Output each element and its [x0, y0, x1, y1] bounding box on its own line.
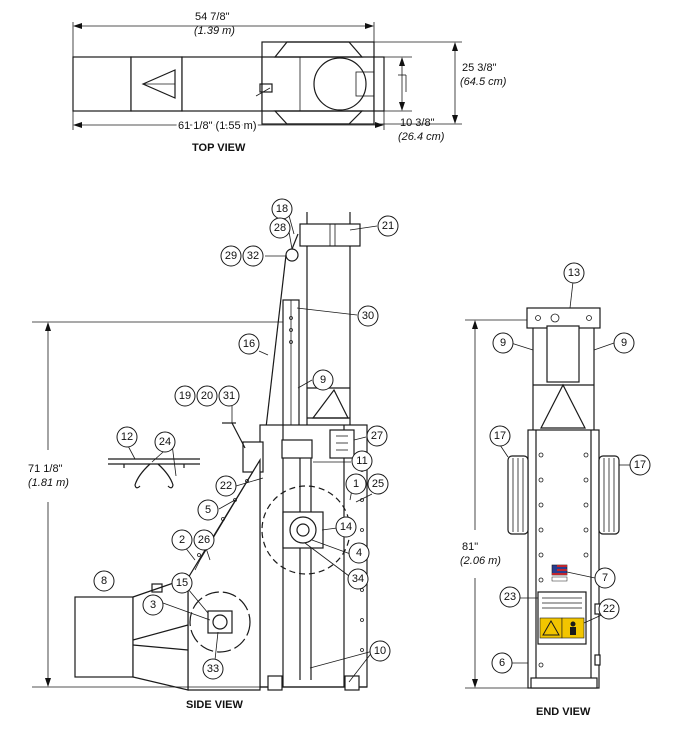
svg-text:18: 18 — [276, 203, 288, 215]
callout-22-end: 22 — [598, 598, 620, 620]
end-height-imperial: 81" — [462, 541, 478, 553]
callout-4: 4 — [348, 542, 370, 564]
callout-9-end-left: 9 — [492, 332, 514, 354]
svg-text:9: 9 — [500, 337, 506, 349]
svg-text:34: 34 — [352, 573, 364, 585]
callout-31: 31 — [218, 385, 240, 407]
callout-22-side: 22 — [215, 475, 237, 497]
callout-17-right: 17 — [629, 454, 651, 476]
callout-24: 24 — [154, 431, 176, 453]
callout-5: 5 — [197, 499, 219, 521]
svg-text:32: 32 — [247, 250, 259, 262]
svg-text:4: 4 — [356, 547, 362, 559]
callout-7: 7 — [594, 567, 616, 589]
end-height-metric: (2.06 m) — [460, 555, 501, 567]
svg-text:22: 22 — [603, 603, 615, 615]
svg-text:21: 21 — [382, 220, 394, 232]
callout-2: 2 — [171, 529, 193, 551]
svg-text:17: 17 — [634, 459, 646, 471]
svg-text:9: 9 — [320, 374, 326, 386]
svg-text:7: 7 — [602, 572, 608, 584]
svg-text:8: 8 — [101, 575, 107, 587]
callout-27: 27 — [366, 425, 388, 447]
svg-text:11: 11 — [356, 455, 367, 467]
svg-text:16: 16 — [243, 338, 255, 350]
top-width-imperial: 25 3/8" — [462, 62, 497, 74]
svg-text:22: 22 — [220, 480, 232, 492]
callout-3: 3 — [142, 594, 164, 616]
svg-text:33: 33 — [207, 663, 219, 675]
callout-11: 11 — [351, 450, 373, 472]
side-height-imperial: 71 1/8" — [28, 463, 63, 475]
callout-23: 23 — [499, 586, 521, 608]
svg-text:1: 1 — [353, 478, 359, 490]
callout-25: 25 — [367, 473, 389, 495]
svg-text:17: 17 — [494, 430, 506, 442]
callout-17-left: 17 — [489, 425, 511, 447]
callout-30: 30 — [357, 305, 379, 327]
side-height-metric: (1.81 m) — [28, 477, 69, 489]
callout-16: 16 — [238, 333, 260, 355]
svg-text:20: 20 — [201, 390, 213, 402]
svg-text:19: 19 — [179, 390, 191, 402]
callout-20: 20 — [196, 385, 218, 407]
callout-33: 33 — [202, 658, 224, 680]
callout-32: 32 — [242, 245, 264, 267]
callout-29: 29 — [220, 245, 242, 267]
callout-9-end-right: 9 — [613, 332, 635, 354]
callout-12: 12 — [116, 426, 138, 448]
svg-text:31: 31 — [223, 390, 235, 402]
callout-21: 21 — [377, 215, 399, 237]
svg-text:27: 27 — [371, 430, 383, 442]
svg-text:28: 28 — [274, 222, 286, 234]
svg-text:6: 6 — [499, 657, 505, 669]
callout-26: 26 — [193, 529, 215, 551]
end-view: 81" (2.06 m) END VIEW — [460, 307, 620, 718]
svg-text:14: 14 — [340, 521, 352, 533]
svg-text:5: 5 — [205, 504, 211, 516]
callout-28: 28 — [269, 217, 291, 239]
svg-text:24: 24 — [159, 436, 171, 448]
callouts: 18 28 29 32 21 30 16 9 19 20 31 27 12 24… — [93, 198, 651, 680]
callout-6: 6 — [491, 652, 513, 674]
svg-text:15: 15 — [176, 577, 188, 589]
svg-text:29: 29 — [225, 250, 237, 262]
svg-text:10: 10 — [374, 645, 386, 657]
top-view: 54 7/8" (1.39 m) 61 1/8" (1.55 m) 25 3/8… — [72, 11, 507, 154]
callout-34: 34 — [347, 568, 369, 590]
svg-text:13: 13 — [568, 267, 580, 279]
leader-lines — [126, 211, 631, 683]
callout-10: 10 — [369, 640, 391, 662]
callout-19: 19 — [174, 385, 196, 407]
callout-14: 14 — [335, 516, 357, 538]
side-view-title: SIDE VIEW — [186, 699, 243, 711]
svg-text:30: 30 — [362, 310, 374, 322]
top-width-metric: (64.5 cm) — [460, 76, 507, 88]
svg-text:23: 23 — [504, 591, 516, 603]
svg-text:12: 12 — [121, 431, 133, 443]
top-length-metric: (1.39 m) — [194, 25, 235, 37]
callout-9-side: 9 — [312, 369, 334, 391]
svg-text:2: 2 — [179, 534, 185, 546]
svg-text:26: 26 — [198, 534, 210, 546]
svg-text:9: 9 — [621, 337, 627, 349]
top-length-imperial: 54 7/8" — [195, 11, 230, 23]
top-inner-imperial: 10 3/8" — [400, 117, 435, 129]
callout-18: 18 — [271, 198, 293, 220]
callout-15: 15 — [171, 572, 193, 594]
top-inner-metric: (26.4 cm) — [398, 131, 445, 143]
svg-text:3: 3 — [150, 599, 156, 611]
side-view: 71 1/8" (1.81 m) SIDE VIEW — [28, 212, 368, 711]
top-view-title: TOP VIEW — [192, 142, 246, 154]
callout-13: 13 — [563, 262, 585, 284]
end-view-title: END VIEW — [536, 706, 591, 718]
top-overall-dimension: 61 1/8" (1.55 m) — [178, 120, 257, 132]
svg-text:25: 25 — [372, 478, 384, 490]
callout-8: 8 — [93, 570, 115, 592]
callout-1: 1 — [345, 473, 367, 495]
